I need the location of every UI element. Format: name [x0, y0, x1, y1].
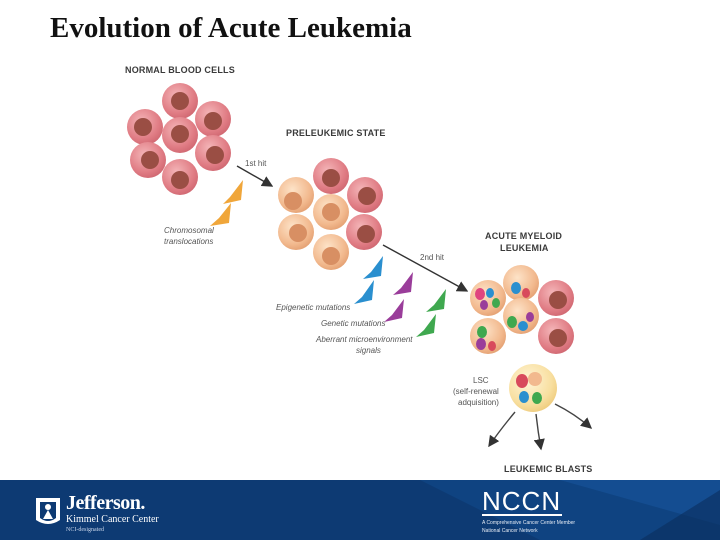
normal-cell: [538, 280, 574, 316]
genetic-hit-icon: [384, 299, 404, 322]
leukemic-cell: [470, 318, 506, 354]
genetic-hit-icon: [393, 272, 413, 295]
jefferson-subtitle: Kimmel Cancer Center: [66, 514, 159, 525]
blast-arrow-left: [488, 411, 516, 448]
aberrant-hit-icon: [416, 314, 436, 337]
blast-arrow-right: [554, 403, 593, 429]
leukemic-cell: [503, 265, 539, 301]
preleukemic-label: PRELEUKEMIC STATE: [286, 128, 386, 138]
aberrant-signals-label: signals: [356, 346, 381, 355]
normal-cell: [195, 135, 231, 171]
aml-label-line1: ACUTE MYELOID: [485, 231, 562, 241]
orange-hit-icon: [210, 203, 231, 226]
first-hit-label: 1st hit: [245, 159, 267, 168]
normal-cell: [162, 159, 198, 195]
preleukemic-cells-cluster: [278, 158, 383, 270]
normal-cell: [538, 318, 574, 354]
lsc-acquisition-label: adquisition): [458, 398, 499, 407]
second-hit-label: 2nd hit: [420, 253, 445, 262]
orange-hit-icon: [223, 180, 243, 204]
chromosomal-label: Chromosomal: [164, 226, 214, 235]
normal-cell: [347, 177, 383, 213]
normal-cell: [127, 109, 163, 145]
epigenetic-label: Epigenetic mutations: [276, 303, 350, 312]
lsc-cell: [509, 364, 557, 412]
slide-title: Evolution of Acute Leukemia: [50, 12, 412, 44]
nccn-logo-underline: [482, 514, 562, 516]
aberrant-label: Aberrant microenvironment: [315, 335, 413, 344]
footer-stripes: [420, 480, 720, 540]
first-hit-arrow: [236, 165, 274, 187]
normal-cell: [130, 142, 166, 178]
aml-cells-cluster: [470, 265, 574, 354]
translocations-label: translocations: [164, 237, 213, 246]
normal-cell: [313, 158, 349, 194]
normal-cell: [195, 101, 231, 137]
jefferson-logo-icon: [36, 498, 60, 524]
second-hit-arrow: [382, 244, 469, 292]
epigenetic-hit-icon: [354, 280, 374, 304]
nccn-subtitle: A Comprehensive Cancer Center Member Nat…: [482, 519, 575, 535]
blast-arrow-center: [533, 413, 545, 451]
genetic-label: Genetic mutations: [321, 319, 385, 328]
leukemic-cell: [470, 280, 506, 316]
aberrant-hit-icon: [426, 289, 446, 312]
footer-banner: [0, 480, 720, 540]
leukemic-cell: [503, 298, 539, 334]
preleukemic-cell: [313, 194, 349, 230]
normal-cells-cluster: [127, 83, 231, 195]
leukemia-evolution-diagram: NORMAL BLOOD CELLS 1st hit Chromosomal t…: [125, 65, 593, 474]
normal-cells-label: NORMAL BLOOD CELLS: [125, 65, 235, 75]
preleukemic-cell: [278, 177, 314, 213]
preleukemic-cell: [278, 214, 314, 250]
normal-cell: [162, 117, 198, 153]
nccn-subtitle-line2: National Cancer Network: [482, 528, 538, 534]
nccn-logo: NCCN: [482, 486, 562, 516]
leukemic-blasts-label: LEUKEMIC BLASTS: [504, 464, 593, 474]
preleukemic-cell: [313, 234, 349, 270]
aml-label-line2: LEUKEMIA: [500, 243, 549, 253]
nccn-subtitle-line1: A Comprehensive Cancer Center Member: [482, 520, 576, 526]
lsc-self-renewal-label: (self-renewal: [453, 387, 499, 396]
jefferson-nci-note: NCI-designated: [66, 527, 104, 533]
normal-cell: [346, 214, 382, 250]
normal-cell: [162, 83, 198, 119]
blast-arrows: [488, 403, 593, 451]
chromosomal-translocation-markers: [210, 180, 243, 226]
second-hit-markers: [354, 256, 446, 337]
jefferson-name: Jefferson.: [66, 492, 145, 514]
lsc-label: LSC: [473, 376, 489, 385]
epigenetic-hit-icon: [363, 256, 383, 279]
